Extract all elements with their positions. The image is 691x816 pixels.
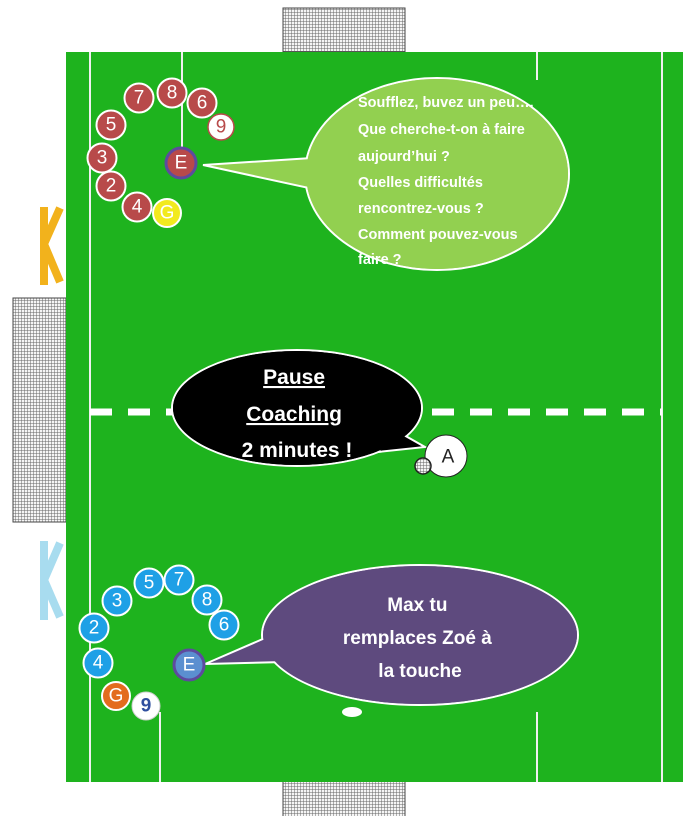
red-coach-token: E	[164, 146, 198, 180]
red-substitute-token: 9	[207, 113, 235, 141]
svg-text:G: G	[160, 203, 175, 224]
top-goal	[282, 7, 406, 53]
blue-player-token: 6	[208, 609, 240, 641]
red-team: 7 8 6 5 3 2 4 9 G E	[86, 77, 235, 228]
red-player-token: 2	[95, 170, 127, 202]
blue-player-token: 4	[82, 647, 114, 679]
svg-text:A: A	[442, 447, 455, 468]
red-player-token: 7	[123, 82, 155, 114]
red-bubble-line: faire ?	[358, 252, 402, 268]
svg-text:Max tu remplaces Zoé à: Max tu remplaces Zoé à la touche	[343, 595, 497, 682]
red-bubble-line: Que cherche-t-on à faire	[358, 122, 525, 138]
svg-text:Soufflez, buvez un peu….: Soufflez, buvez un peu…. Que cherche-t-o…	[358, 95, 538, 268]
svg-text:G: G	[109, 686, 124, 707]
blue-bubble-line: Max tu	[387, 595, 447, 616]
red-player-token: 6	[186, 87, 218, 119]
blue-bubble-line: remplaces Zoé à	[343, 628, 492, 649]
red-bubble-line: aujourd’hui ?	[358, 149, 450, 165]
svg-text:7: 7	[134, 88, 145, 109]
red-player-token: 5	[95, 109, 127, 141]
svg-text:3: 3	[112, 591, 123, 612]
blue-team: 5 7 3 8 2 6 4 G 9 E	[78, 564, 240, 721]
svg-text:9: 9	[216, 117, 227, 138]
red-bubble-line: Comment pouvez-vous	[358, 227, 518, 243]
red-player-token: 4	[121, 191, 153, 223]
blue-player-token: 5	[133, 567, 165, 599]
svg-text:E: E	[175, 153, 188, 174]
red-bubble-line: Quelles difficultés	[358, 175, 483, 191]
blue-player-token: 3	[101, 585, 133, 617]
red-bubble-line: rencontrez-vous ?	[358, 201, 484, 217]
referee-bubble-line: 2 minutes !	[242, 439, 353, 462]
svg-text:7: 7	[174, 570, 185, 591]
svg-text:4: 4	[93, 653, 104, 674]
svg-text:2: 2	[89, 618, 100, 639]
red-coach-speech-bubble: Soufflez, buvez un peu…. Que cherche-t-o…	[202, 77, 570, 271]
referee-bubble-line: Coaching	[246, 403, 342, 426]
svg-text:3: 3	[97, 148, 108, 169]
blue-substitute-token: 9	[131, 691, 161, 721]
referee-speech-bubble: Pause Coaching 2 minutes !	[171, 349, 429, 467]
blue-bubble-line: la touche	[378, 661, 461, 682]
red-player-token: 8	[156, 77, 188, 109]
cone-marker	[342, 707, 362, 717]
svg-text:E: E	[183, 655, 196, 676]
blue-bench-mark	[40, 541, 64, 620]
svg-text:6: 6	[219, 615, 230, 636]
svg-text:4: 4	[132, 197, 143, 218]
svg-text:5: 5	[144, 573, 155, 594]
svg-text:8: 8	[202, 590, 213, 611]
svg-text:5: 5	[106, 115, 117, 136]
red-bench-mark	[40, 206, 64, 285]
red-player-token: 3	[86, 142, 118, 174]
blue-coach-speech-bubble: Max tu remplaces Zoé à la touche	[204, 564, 579, 706]
blue-player-token: 2	[78, 612, 110, 644]
svg-text:Pause Coaching 2 m: Pause Coaching 2 minutes !	[242, 366, 353, 462]
blue-player-token: 8	[191, 584, 223, 616]
svg-text:8: 8	[167, 83, 178, 104]
referee-bubble-line: Pause	[263, 366, 325, 389]
left-bench-net	[12, 297, 67, 523]
red-goalkeeper-token: G	[152, 198, 182, 228]
blue-player-token: 7	[163, 564, 195, 596]
svg-text:6: 6	[197, 93, 208, 114]
blue-goalkeeper-token: G	[101, 681, 131, 711]
blue-coach-token: E	[172, 648, 206, 682]
svg-text:9: 9	[141, 696, 152, 717]
red-bubble-line: Soufflez, buvez un peu….	[358, 95, 534, 111]
referee-token: A	[424, 434, 468, 478]
ball-icon	[414, 457, 432, 475]
svg-text:2: 2	[106, 176, 117, 197]
